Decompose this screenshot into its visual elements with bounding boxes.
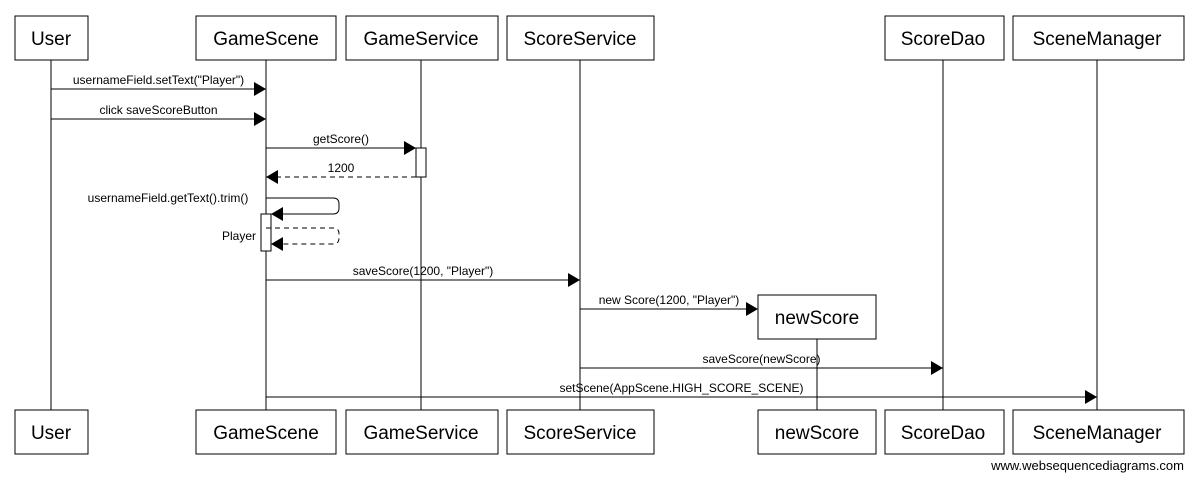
message-label: usernameField.setText("Player") bbox=[73, 73, 244, 87]
participant-scoredao-bottom: ScoreDao bbox=[884, 409, 1005, 455]
participant-label: GameService bbox=[363, 423, 478, 444]
participant-label: ScoreDao bbox=[901, 423, 986, 444]
participant-gamescene-bottom: GameScene bbox=[195, 409, 337, 455]
message-label: saveScore(newScore) bbox=[702, 352, 820, 366]
participant-label: ScoreService bbox=[524, 423, 637, 444]
message-8: new Score(1200, "Player") bbox=[580, 293, 758, 316]
participant-scoreservice-top: ScoreService bbox=[506, 15, 655, 61]
message-2: click saveScoreButton bbox=[51, 103, 266, 126]
watermark-text: www.websequencediagrams.com bbox=[990, 458, 1184, 473]
participant-newscore-bottom: newScore bbox=[757, 409, 877, 455]
message-3: getScore() bbox=[266, 132, 416, 155]
message-4: 1200 bbox=[266, 161, 416, 184]
message-9: saveScore(newScore) bbox=[580, 352, 943, 375]
participant-label: ScoreDao bbox=[901, 29, 986, 50]
participant-gamescene-top: GameScene bbox=[195, 15, 337, 61]
activation-gameservice bbox=[415, 147, 427, 178]
message-label: new Score(1200, "Player") bbox=[599, 293, 740, 307]
participant-label: newScore bbox=[775, 308, 860, 329]
participant-gameservice-top: GameService bbox=[345, 15, 499, 61]
message-10: setScene(AppScene.HIGH_SCORE_SCENE) bbox=[266, 381, 1097, 404]
message-label: getScore() bbox=[313, 132, 369, 146]
participant-scoredao-top: ScoreDao bbox=[884, 15, 1005, 61]
participant-newscore-created: newScore bbox=[757, 294, 877, 340]
participant-label: GameScene bbox=[213, 29, 319, 50]
participant-label: SceneManager bbox=[1033, 29, 1163, 50]
message-1: usernameField.setText("Player") bbox=[51, 73, 266, 96]
message-label: saveScore(1200, "Player") bbox=[353, 264, 494, 278]
participant-label: User bbox=[31, 423, 72, 444]
message-label: setScene(AppScene.HIGH_SCORE_SCENE) bbox=[559, 381, 803, 395]
participant-label: GameService bbox=[363, 29, 478, 50]
message-label: Player bbox=[222, 229, 256, 243]
message-label: usernameField.getText().trim() bbox=[88, 191, 249, 205]
participant-label: SceneManager bbox=[1033, 423, 1163, 444]
message-6: Player bbox=[222, 227, 340, 251]
participant-scenemanager-bottom: SceneManager bbox=[1012, 409, 1185, 455]
message-5: usernameField.getText().trim() bbox=[88, 191, 340, 221]
participant-scoreservice-bottom: ScoreService bbox=[506, 409, 655, 455]
participant-label: User bbox=[31, 29, 72, 50]
participant-label: ScoreService bbox=[524, 29, 637, 50]
message-7: saveScore(1200, "Player") bbox=[266, 264, 580, 287]
message-label: 1200 bbox=[328, 161, 355, 175]
activation-gamescene bbox=[260, 213, 272, 252]
participant-user-bottom: User bbox=[14, 409, 89, 455]
participant-label: newScore bbox=[775, 423, 860, 444]
participant-label: GameScene bbox=[213, 423, 319, 444]
participant-user-top: User bbox=[14, 15, 89, 61]
participant-scenemanager-top: SceneManager bbox=[1012, 15, 1185, 61]
participant-gameservice-bottom: GameService bbox=[345, 409, 499, 455]
message-label: click saveScoreButton bbox=[99, 103, 217, 117]
